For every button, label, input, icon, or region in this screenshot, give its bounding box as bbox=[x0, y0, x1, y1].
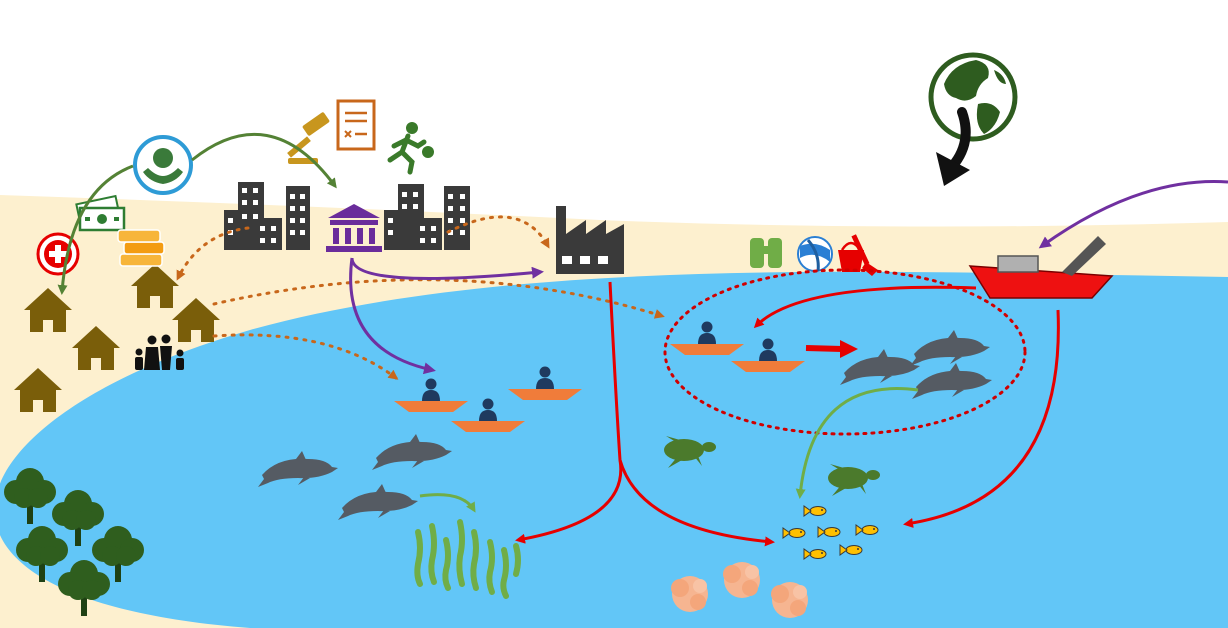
books-icon bbox=[117, 229, 165, 267]
bucket-spade-icon bbox=[838, 234, 878, 276]
city-building-icon bbox=[224, 182, 310, 250]
governance-flow bbox=[349, 180, 1228, 375]
document-icon bbox=[336, 99, 376, 151]
aid-flow bbox=[57, 132, 337, 295]
ecological-flow bbox=[419, 387, 919, 513]
bycatch-arrow bbox=[805, 340, 858, 358]
factory-icon bbox=[556, 206, 624, 274]
pollution-flow bbox=[515, 281, 1060, 547]
runner-icon bbox=[387, 122, 434, 175]
global-influence-arrow bbox=[936, 107, 971, 186]
ship-icon bbox=[968, 236, 1114, 299]
earth-globe-icon bbox=[928, 52, 1018, 142]
human-flow bbox=[176, 215, 665, 380]
bycatch-zone bbox=[663, 268, 1027, 436]
binoculars-icon bbox=[750, 238, 782, 268]
government-icon bbox=[326, 204, 382, 252]
aid-globe-hands-icon bbox=[133, 135, 193, 195]
family-icon bbox=[135, 334, 184, 370]
beach-ball-icon bbox=[797, 236, 833, 272]
seagrass-icon bbox=[414, 519, 521, 599]
